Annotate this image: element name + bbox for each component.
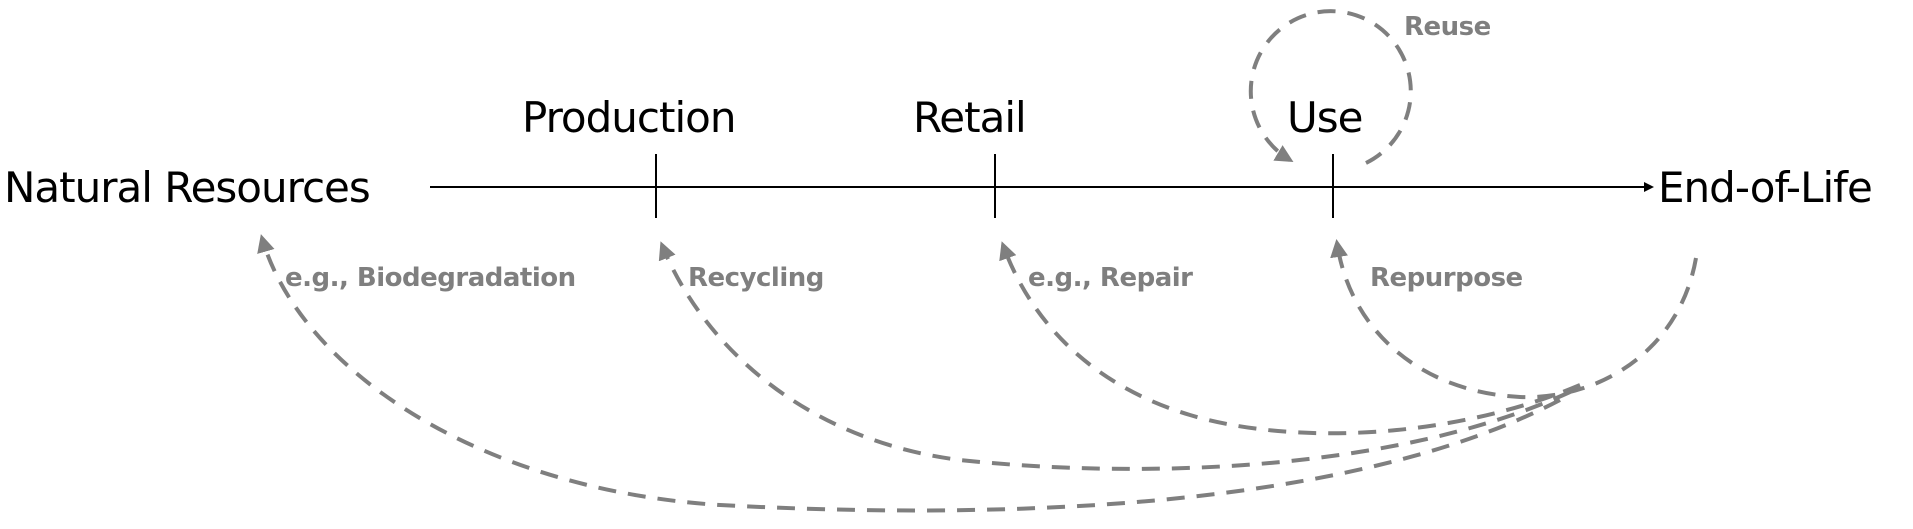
- flow-label-repair: e.g., Repair: [1028, 263, 1193, 293]
- stage-natural-resources: Natural Resources: [4, 163, 371, 212]
- recycling-arrow: [658, 241, 1571, 471]
- flow-label-reuse: Reuse: [1404, 12, 1491, 42]
- stage-production: Production: [522, 93, 736, 142]
- repurpose-arrow: [1330, 239, 1698, 400]
- biodegradation-arrow: [257, 234, 1561, 513]
- flow-label-repurpose: Repurpose: [1370, 263, 1523, 293]
- stage-use: Use: [1287, 93, 1363, 142]
- flow-label-biodegradation: e.g., Biodegradation: [285, 263, 576, 293]
- flow-label-recycling: Recycling: [688, 263, 824, 293]
- reuse-loop-arrow: [1248, 9, 1413, 165]
- repair-arrow: [999, 241, 1581, 436]
- stage-end-of-life: End-of-Life: [1658, 163, 1873, 212]
- stage-retail: Retail: [913, 93, 1027, 142]
